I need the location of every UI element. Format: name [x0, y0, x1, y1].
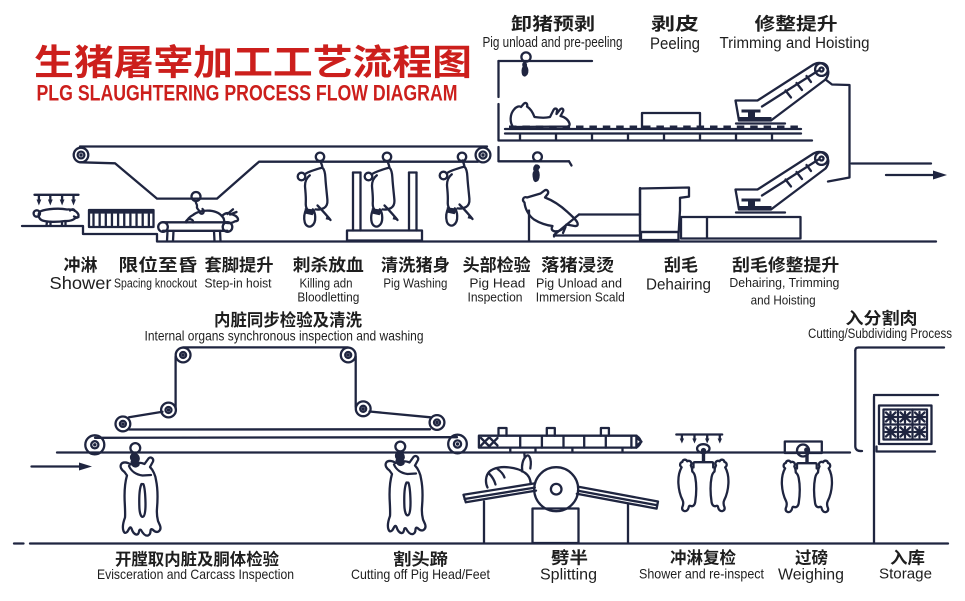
- svg-text:剥皮: 剥皮: [651, 11, 699, 36]
- svg-text:Cutting/Subdividing Process: Cutting/Subdividing Process: [808, 326, 952, 341]
- svg-text:冲淋复检: 冲淋复检: [670, 545, 737, 569]
- svg-text:清洗猪身: 清洗猪身: [381, 251, 450, 276]
- svg-text:入库: 入库: [890, 545, 925, 569]
- svg-text:Trimming and Hoisting: Trimming and Hoisting: [720, 35, 870, 52]
- svg-text:过磅: 过磅: [795, 545, 828, 569]
- svg-text:Splitting: Splitting: [540, 567, 597, 584]
- svg-text:Dehairing, Trimming: Dehairing, Trimming: [729, 275, 839, 290]
- svg-text:Killing adn: Killing adn: [300, 276, 353, 291]
- svg-text:Spacing knockout: Spacing knockout: [114, 276, 197, 291]
- svg-text:and Hoisting: and Hoisting: [751, 292, 816, 307]
- svg-text:Pig Washing: Pig Washing: [383, 276, 447, 291]
- svg-text:Shower: Shower: [50, 273, 112, 293]
- svg-text:头部检验: 头部检验: [463, 251, 531, 276]
- svg-text:劈半: 劈半: [551, 545, 588, 569]
- svg-text:开膛取内脏及胴体检验: 开膛取内脏及胴体检验: [115, 546, 279, 570]
- svg-text:生猪屠宰加工工艺流程图: 生猪屠宰加工工艺流程图: [34, 35, 472, 86]
- svg-text:刮毛: 刮毛: [664, 251, 698, 276]
- svg-text:落猪浸烫: 落猪浸烫: [541, 251, 614, 276]
- svg-text:Shower and re-inspect: Shower and re-inspect: [639, 566, 764, 582]
- svg-text:冲淋: 冲淋: [64, 251, 98, 276]
- svg-text:刺杀放血: 刺杀放血: [293, 251, 364, 276]
- svg-text:Evisceration and Carcass Inspe: Evisceration and Carcass Inspection: [97, 566, 294, 582]
- svg-text:修整提升: 修整提升: [755, 11, 838, 36]
- svg-text:Storage: Storage: [879, 566, 932, 583]
- svg-text:入分割肉: 入分割肉: [846, 305, 918, 329]
- svg-text:限位至昏: 限位至昏: [119, 251, 198, 276]
- svg-text:Inspection: Inspection: [468, 290, 523, 305]
- svg-text:Weighing: Weighing: [778, 567, 844, 584]
- svg-text:Pig Unload and: Pig Unload and: [536, 276, 622, 291]
- svg-text:割头蹄: 割头蹄: [393, 546, 448, 570]
- svg-text:PLG SLAUGHTERING PROCESS FLOW: PLG SLAUGHTERING PROCESS FLOW DIAGRAM: [37, 81, 458, 106]
- svg-text:Peeling: Peeling: [650, 35, 700, 53]
- svg-text:Internal organs synchronous in: Internal organs synchronous inspection a…: [145, 328, 424, 344]
- svg-text:套脚提升: 套脚提升: [205, 251, 274, 276]
- svg-text:刮毛修整提升: 刮毛修整提升: [732, 251, 839, 276]
- svg-text:卸猪预剥: 卸猪预剥: [511, 11, 595, 36]
- svg-text:Dehairing: Dehairing: [646, 277, 711, 294]
- svg-text:内脏同步检验及清洗: 内脏同步检验及清洗: [214, 306, 362, 331]
- svg-text:Immersion Scald: Immersion Scald: [536, 290, 625, 305]
- svg-text:Cutting off Pig Head/Feet: Cutting off Pig Head/Feet: [351, 566, 490, 582]
- svg-text:Pig Head: Pig Head: [469, 276, 525, 291]
- svg-text:Step-in hoist: Step-in hoist: [205, 276, 272, 291]
- svg-text:Pig unload and pre-peeling: Pig unload and pre-peeling: [483, 35, 623, 51]
- svg-text:Bloodletting: Bloodletting: [297, 290, 359, 305]
